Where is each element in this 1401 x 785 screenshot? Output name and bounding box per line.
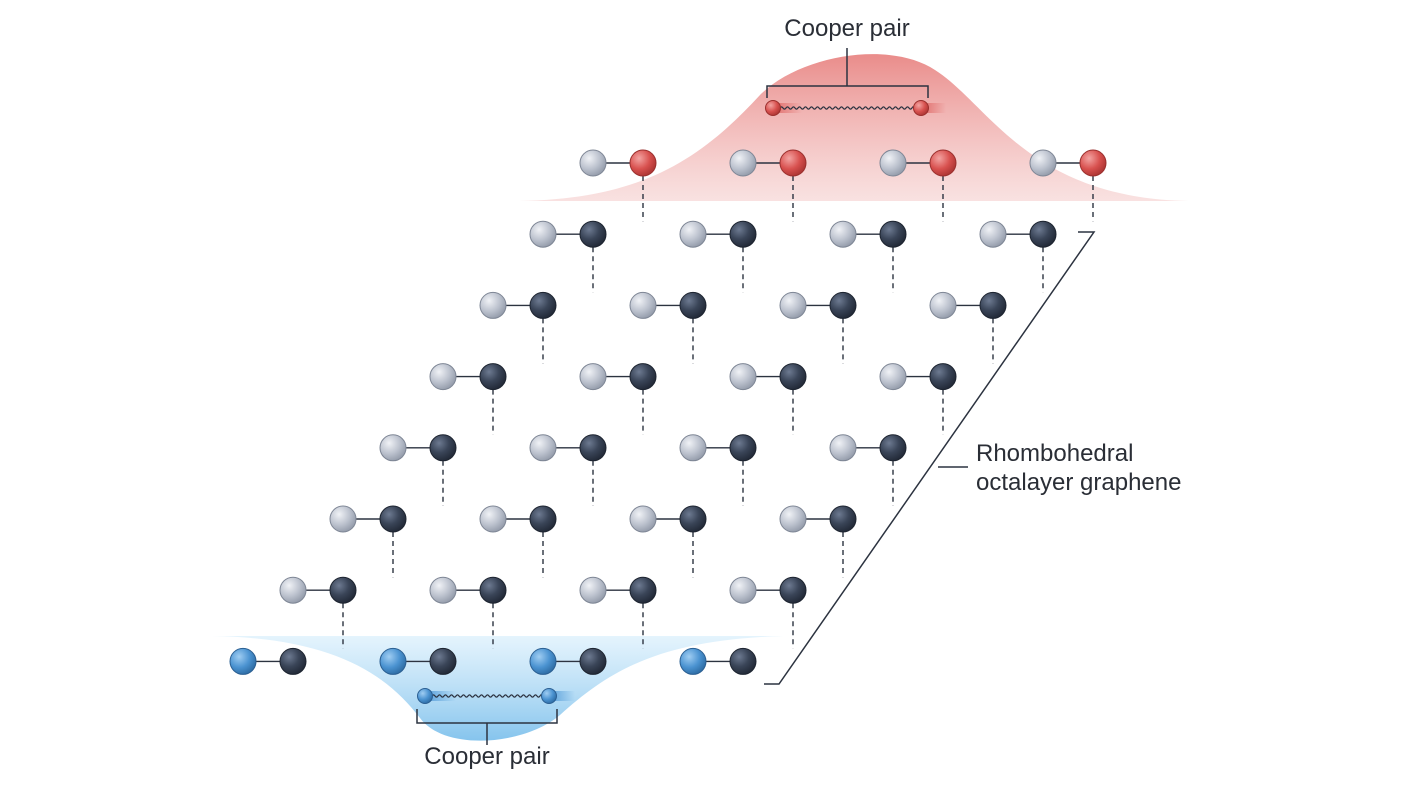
bottom-pair-wavy-link bbox=[431, 694, 543, 698]
carbon-atom-red bbox=[629, 149, 657, 177]
carbon-atom-light bbox=[429, 576, 457, 604]
carbon-atom-dark bbox=[729, 220, 757, 248]
carbon-atom-light bbox=[1029, 149, 1057, 177]
carbon-atom-dark bbox=[579, 647, 607, 675]
carbon-atom-red bbox=[929, 149, 957, 177]
carbon-atom-light bbox=[329, 505, 357, 533]
carbon-atom-dark bbox=[779, 363, 807, 391]
bottom-pair-electron-right bbox=[541, 688, 557, 704]
carbon-atom-light bbox=[979, 220, 1007, 248]
material-label-line1: Rhombohedral bbox=[976, 440, 1133, 467]
carbon-atom-light bbox=[479, 291, 507, 319]
carbon-atom-light bbox=[679, 220, 707, 248]
carbon-atom-light bbox=[579, 149, 607, 177]
carbon-atom-dark bbox=[429, 647, 457, 675]
carbon-atom-light bbox=[279, 576, 307, 604]
carbon-atom-dark bbox=[479, 576, 507, 604]
carbon-atom-light bbox=[529, 434, 557, 462]
carbon-atom-light bbox=[529, 220, 557, 248]
carbon-atom-dark bbox=[479, 363, 507, 391]
material-label-line2: octalayer graphene bbox=[976, 469, 1181, 496]
top-pair-electron-right bbox=[913, 100, 929, 116]
carbon-atom-dark bbox=[379, 505, 407, 533]
carbon-atom-dark bbox=[529, 291, 557, 319]
carbon-atom-dark bbox=[879, 434, 907, 462]
carbon-atom-light bbox=[829, 220, 857, 248]
carbon-atom-dark bbox=[929, 363, 957, 391]
carbon-atom-blue bbox=[529, 647, 557, 675]
carbon-atom-red bbox=[1079, 149, 1107, 177]
carbon-atom-light bbox=[579, 363, 607, 391]
carbon-atom-dark bbox=[329, 576, 357, 604]
carbon-atom-dark bbox=[829, 505, 857, 533]
carbon-atom-dark bbox=[879, 220, 907, 248]
top-pair-wavy-link bbox=[779, 106, 915, 110]
carbon-atom-light bbox=[829, 434, 857, 462]
carbon-atom-light bbox=[879, 363, 907, 391]
carbon-atom-dark bbox=[629, 363, 657, 391]
carbon-atom-dark bbox=[1029, 220, 1057, 248]
top-cooper-pair-label: Cooper pair bbox=[784, 15, 909, 42]
carbon-atom-dark bbox=[829, 291, 857, 319]
carbon-atom-dark bbox=[679, 291, 707, 319]
carbon-atom-light bbox=[729, 576, 757, 604]
carbon-atom-light bbox=[629, 291, 657, 319]
carbon-atom-light bbox=[729, 149, 757, 177]
carbon-atom-light bbox=[579, 576, 607, 604]
carbon-atom-dark bbox=[579, 434, 607, 462]
carbon-atom-light bbox=[729, 363, 757, 391]
carbon-atom-dark bbox=[279, 647, 307, 675]
carbon-atom-light bbox=[779, 505, 807, 533]
top-electron-glow bbox=[510, 54, 1195, 201]
graphene-lattice bbox=[229, 149, 1107, 675]
carbon-atom-light bbox=[679, 434, 707, 462]
carbon-atom-light bbox=[929, 291, 957, 319]
carbon-atom-dark bbox=[579, 220, 607, 248]
carbon-atom-light bbox=[379, 434, 407, 462]
bottom-pair-electron-left bbox=[417, 688, 433, 704]
top-pair-electron-left bbox=[765, 100, 781, 116]
bottom-electron-glow bbox=[212, 636, 783, 741]
carbon-atom-dark bbox=[779, 576, 807, 604]
carbon-atom-dark bbox=[729, 647, 757, 675]
carbon-atom-light bbox=[429, 363, 457, 391]
carbon-atom-blue bbox=[229, 647, 257, 675]
bottom-cooper-pair: Cooper pair bbox=[416, 688, 575, 770]
carbon-atom-red bbox=[779, 149, 807, 177]
layer-stack-bracket bbox=[764, 231, 1096, 685]
carbon-atom-blue bbox=[679, 647, 707, 675]
top-cooper-pair: Cooper pair bbox=[765, 15, 946, 116]
carbon-atom-light bbox=[629, 505, 657, 533]
carbon-atom-dark bbox=[729, 434, 757, 462]
bottom-cooper-pair-label: Cooper pair bbox=[424, 743, 549, 770]
carbon-atom-dark bbox=[429, 434, 457, 462]
carbon-atom-dark bbox=[629, 576, 657, 604]
carbon-atom-blue bbox=[379, 647, 407, 675]
carbon-atom-light bbox=[879, 149, 907, 177]
carbon-atom-light bbox=[779, 291, 807, 319]
carbon-atom-dark bbox=[529, 505, 557, 533]
carbon-atom-light bbox=[479, 505, 507, 533]
carbon-atom-dark bbox=[679, 505, 707, 533]
carbon-atom-dark bbox=[979, 291, 1007, 319]
